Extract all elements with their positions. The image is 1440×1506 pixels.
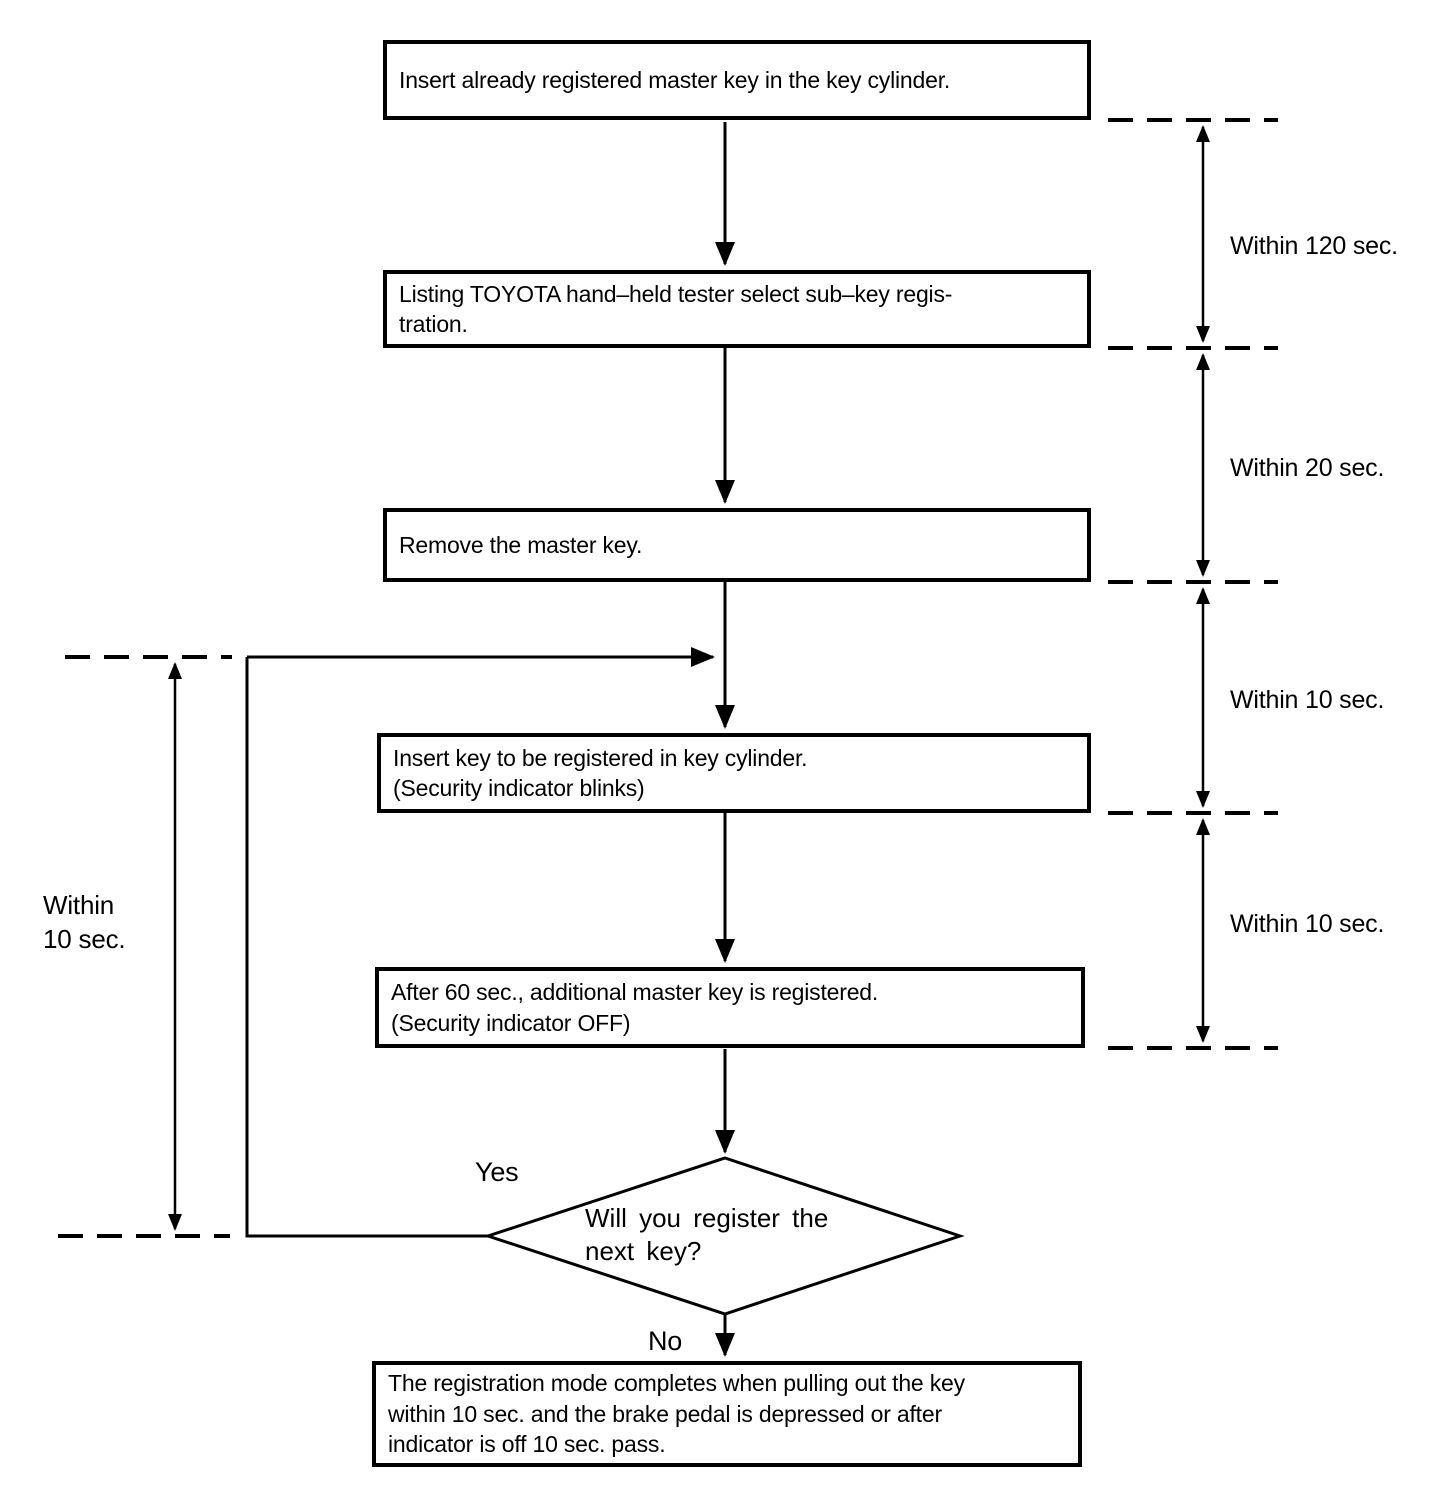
box-select-sub-key-registration: Listing TOYOTA hand–held tester select s… [383,270,1091,348]
box-insert-key-to-register: Insert key to be registered in key cylin… [377,733,1091,813]
loop-yes-line [245,657,488,1238]
box-remove-master-key: Remove the master key. [383,508,1091,582]
label-within-10-sec-b: Within 10 sec. [1230,910,1385,938]
box-additional-key-registered-text: After 60 sec., additional master key is … [391,979,879,1036]
label-within-120-sec: Within 120 sec. [1230,232,1398,260]
box-insert-master-key: Insert already registered master key in … [383,40,1091,120]
label-within-20-sec: Within 20 sec. [1230,454,1385,482]
box-insert-master-key-text: Insert already registered master key in … [399,66,951,93]
box-additional-key-registered: After 60 sec., additional master key is … [375,967,1085,1048]
box-registration-complete-text: The registration mode completes when pul… [388,1370,965,1458]
box-remove-master-key-text: Remove the master key. [399,531,643,558]
label-within-10-sec-a: Within 10 sec. [1230,686,1385,714]
label-no: No [648,1326,683,1356]
label-within-10-sec-left: Within 10 sec. [43,890,126,954]
box-select-sub-key-registration-text: Listing TOYOTA hand–held tester select s… [399,280,953,337]
decision-register-next-key-text: Will you register the next key? [585,1203,829,1267]
box-insert-key-to-register-text: Insert key to be registered in key cylin… [393,744,808,801]
decision-diamond-shape [483,1156,965,1316]
label-yes: Yes [475,1157,519,1187]
box-registration-complete: The registration mode completes when pul… [372,1361,1082,1467]
